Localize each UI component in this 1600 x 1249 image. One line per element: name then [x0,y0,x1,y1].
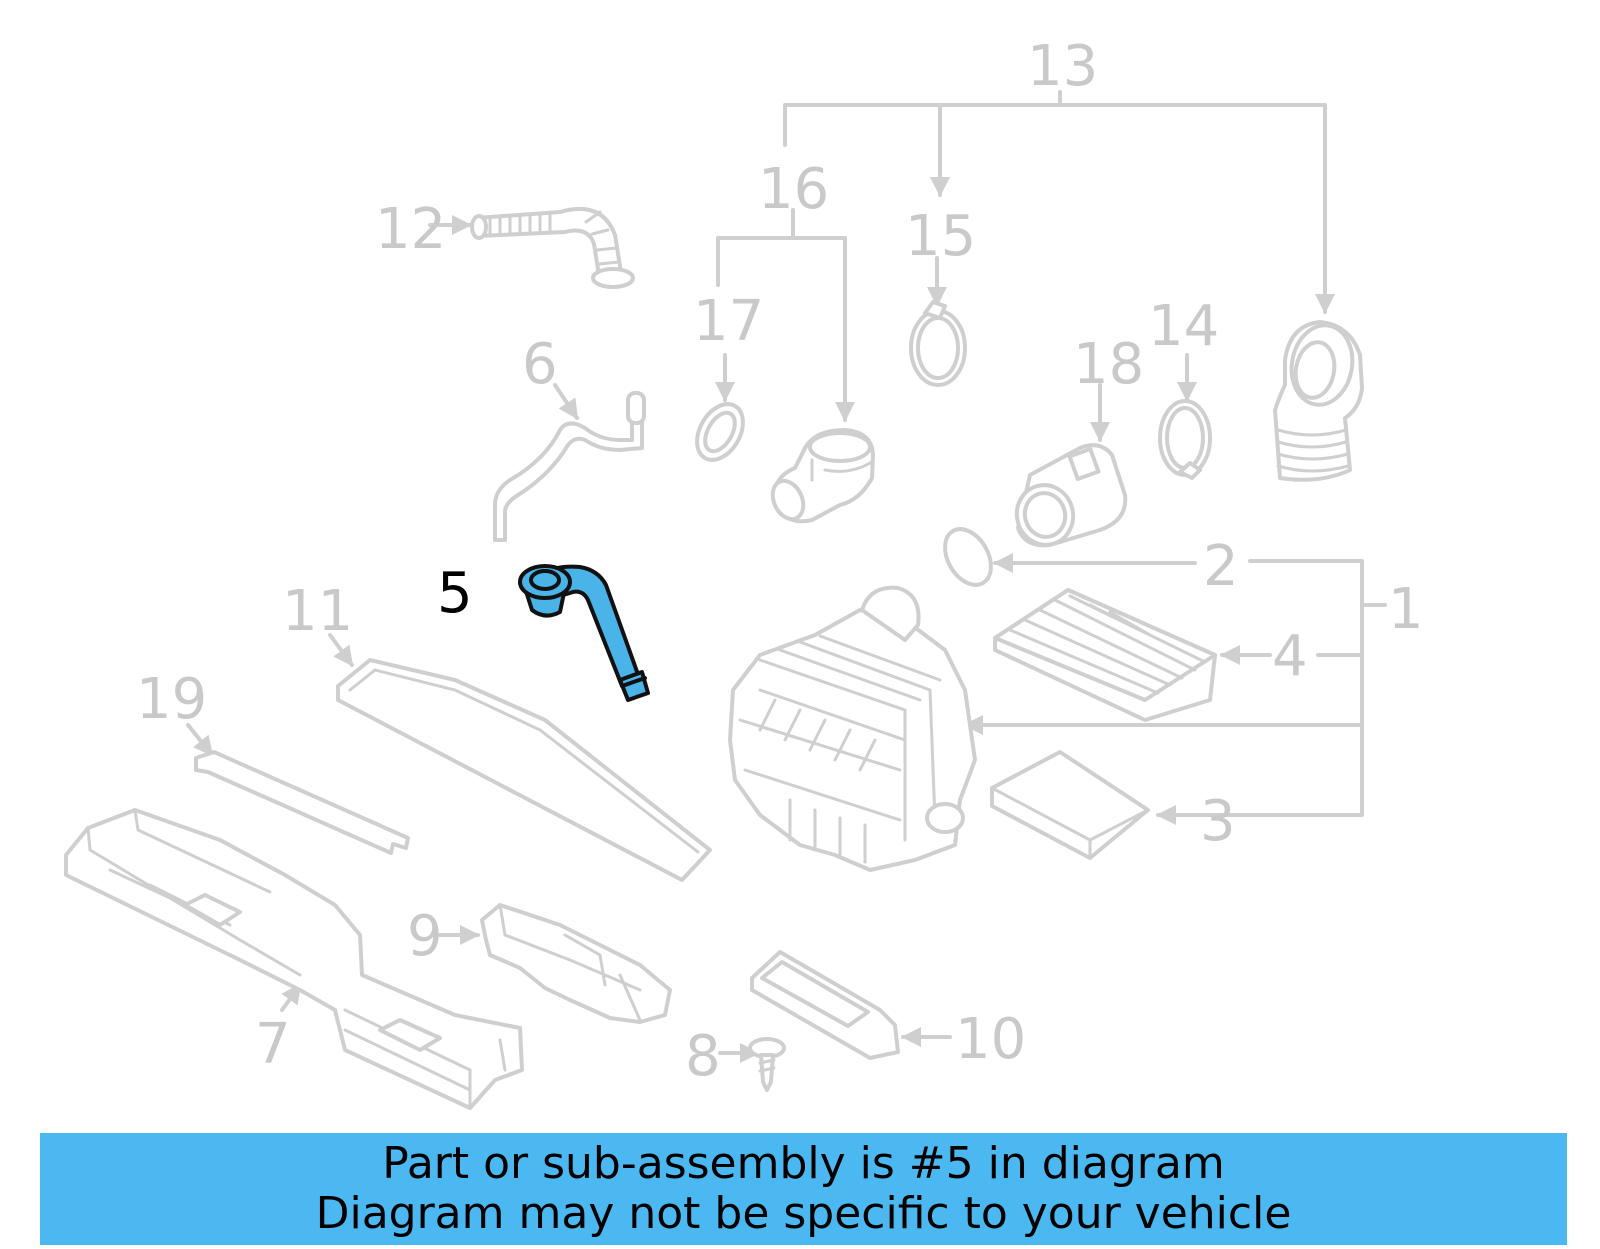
callout-11: 11 [282,579,353,644]
callout-13: 13 [1027,34,1098,99]
callout-15: 15 [905,204,976,269]
part-4-filter [993,588,1217,722]
part-13-duct [1273,320,1364,482]
callout-6: 6 [522,332,558,397]
part-1-airbox [728,585,977,872]
banner-line-2: Diagram may not be specific to your vehi… [315,1188,1292,1239]
banner-line-1: Part or sub-assembly is #5 in diagram [382,1138,1225,1189]
info-banner: Part or sub-assembly is #5 in diagram Di… [40,1133,1567,1245]
callout-10: 10 [955,1007,1026,1072]
callout-2: 2 [1203,534,1239,599]
part-6-tube [493,391,646,542]
callout-8: 8 [685,1024,721,1089]
part-9-bracket [480,903,672,1024]
callout-labels: 13 16 15 12 17 14 18 6 2 5 1 11 4 19 3 9… [136,34,1424,1089]
part-14-clamp [1158,399,1212,480]
callout-19: 19 [136,667,207,732]
part-19-strip [194,750,410,855]
callout-16: 16 [758,157,829,222]
part-15-clamp [909,300,967,387]
callout-12: 12 [375,197,446,262]
leader-lines [186,90,1387,1063]
part-17-oring [695,402,745,462]
callout-1: 1 [1388,577,1424,642]
callout-9: 9 [407,904,443,969]
callout-18: 18 [1073,332,1144,397]
callout-4: 4 [1272,624,1308,689]
callout-5-highlighted: 5 [437,561,473,626]
part-8-screw [748,1037,786,1092]
part-2-gasket [943,527,993,587]
part-16-elbow [770,428,875,524]
callout-7: 7 [255,1012,291,1077]
part-10-inlet [750,950,900,1060]
callout-3: 3 [1200,789,1236,854]
part-11-channel [336,658,712,882]
part-5-hose-highlighted [518,564,650,702]
callout-14: 14 [1148,294,1219,359]
part-18-sensor [1014,443,1128,548]
part-3-pad [990,750,1150,860]
callout-17: 17 [693,289,764,354]
part-12-hose [470,206,635,289]
part-7-duct [64,808,524,1110]
